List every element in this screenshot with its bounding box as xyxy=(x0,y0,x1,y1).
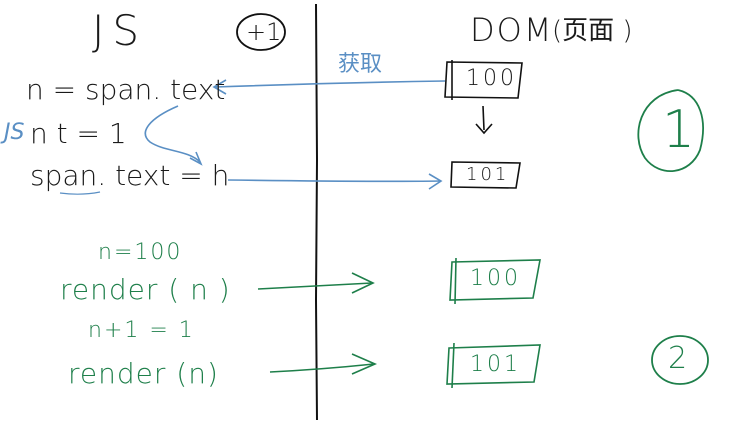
down-arrow xyxy=(482,105,485,131)
circle-2 xyxy=(651,335,709,385)
span-underline xyxy=(59,191,101,195)
center-divider xyxy=(314,3,319,421)
render-box-2-value: 101 xyxy=(470,352,521,377)
circle-1-label: 1 xyxy=(662,100,696,160)
increment-statement: n t = 1 xyxy=(30,117,127,150)
render-arrow-1 xyxy=(257,282,373,290)
fetch-arrow xyxy=(214,80,446,88)
flow-curve xyxy=(144,105,201,163)
green-render-2: render (n) xyxy=(68,357,219,390)
circle-1 xyxy=(637,89,704,172)
circle-2-label: 2 xyxy=(668,341,688,376)
plus-one-circle xyxy=(236,13,286,51)
write-statement: span. text = h xyxy=(30,159,230,192)
js-margin-note: JS xyxy=(4,120,25,145)
render-box-2 xyxy=(446,344,541,385)
flow-curve-head xyxy=(189,151,203,166)
green-assign-100: n=100 xyxy=(98,240,183,265)
render-arrow-2-head xyxy=(351,353,378,375)
dom-box-2 xyxy=(450,161,521,189)
plus-one-label: +1 xyxy=(246,18,282,46)
fetch-arrowhead xyxy=(212,79,227,95)
down-arrow-head xyxy=(475,123,493,135)
dom-box-1-value: 100 xyxy=(466,66,517,91)
dom-box-2-value: 101 xyxy=(466,164,510,185)
fetch-label: 获取 xyxy=(338,52,383,77)
write-arrow xyxy=(227,179,441,183)
dom-heading: DOM xyxy=(470,11,554,49)
render-box-1-left xyxy=(454,257,457,305)
render-box-1-value: 100 xyxy=(470,266,521,291)
render-arrow-2 xyxy=(269,363,375,373)
green-render-1: render ( n ) xyxy=(60,273,231,306)
dom-heading-page: (页面 ) xyxy=(552,16,633,46)
render-box-1 xyxy=(449,259,541,301)
js-heading: JS xyxy=(92,6,148,55)
green-increment: n+1 = 1 xyxy=(88,318,195,343)
read-statement: n = span. text xyxy=(26,73,226,106)
render-box-2-left xyxy=(451,342,455,389)
render-arrow-1-head xyxy=(351,272,375,294)
write-arrowhead xyxy=(428,173,443,190)
dom-box-1 xyxy=(444,61,523,99)
